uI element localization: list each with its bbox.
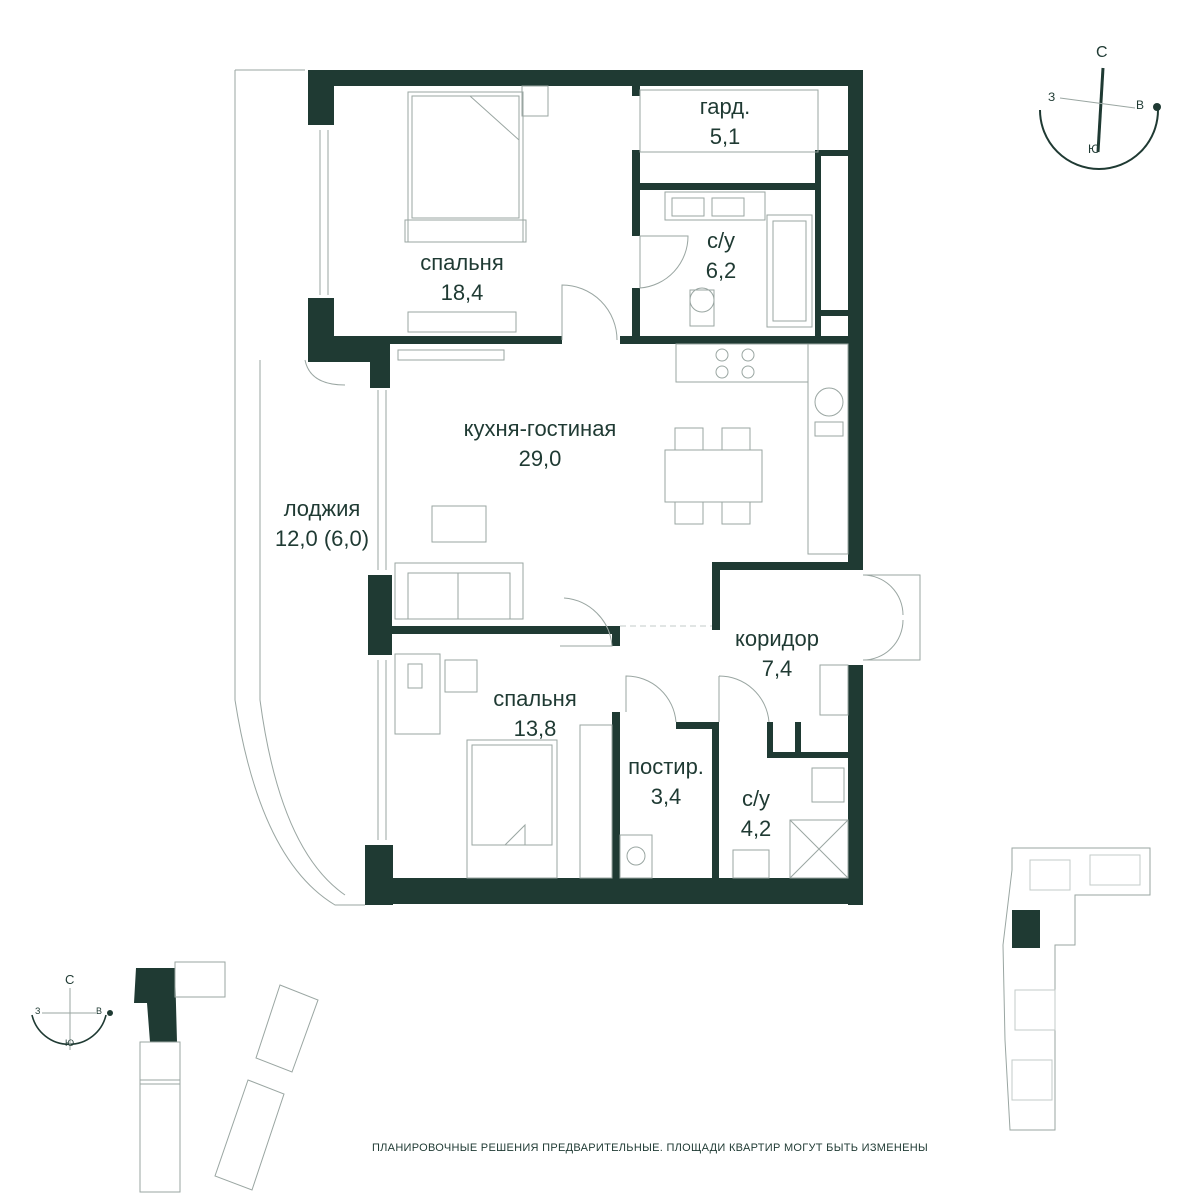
room-area: 5,1 bbox=[709, 124, 741, 149]
room-area: 4,2 bbox=[740, 816, 772, 841]
room-area: 13,8 bbox=[513, 716, 557, 741]
compass-large-west: З bbox=[1048, 90, 1056, 104]
room-area: 3,4 bbox=[650, 784, 682, 809]
windows bbox=[319, 130, 387, 840]
room-label-loggia: лоджия 12,0 (6,0) bbox=[252, 494, 392, 554]
compass-large-east: В bbox=[1136, 98, 1145, 112]
room-name: лоджия bbox=[283, 496, 361, 521]
room-name: коридор bbox=[735, 626, 819, 651]
room-area: 29,0 bbox=[518, 446, 562, 471]
compass-large bbox=[1039, 67, 1161, 170]
room-label-laundry: постир. 3,4 bbox=[614, 752, 718, 812]
compass-small-north: С bbox=[65, 972, 75, 987]
loggia-outline bbox=[234, 69, 365, 906]
room-name: кухня-гостиная bbox=[463, 416, 617, 441]
building-plan bbox=[1002, 847, 1151, 1131]
room-label-bedroom2: спальня 13,8 bbox=[470, 684, 600, 744]
room-name: с/у bbox=[706, 228, 736, 253]
room-name: с/у bbox=[741, 786, 771, 811]
compass-small bbox=[31, 988, 113, 1050]
room-area: 7,4 bbox=[761, 656, 793, 681]
room-label-wardrobe: гард. 5,1 bbox=[680, 92, 770, 152]
room-area: 18,4 bbox=[440, 280, 484, 305]
walls bbox=[308, 70, 863, 905]
room-name: гард. bbox=[699, 94, 751, 119]
room-label-corridor: коридор 7,4 bbox=[712, 624, 842, 684]
compass-small-west: З bbox=[35, 1006, 41, 1016]
site-plan bbox=[134, 961, 319, 1193]
room-name: постир. bbox=[628, 754, 704, 779]
room-name: спальня bbox=[493, 686, 577, 711]
room-area: 6,2 bbox=[705, 258, 737, 283]
doors bbox=[560, 235, 921, 723]
room-label-bedroom1: спальня 18,4 bbox=[392, 248, 532, 308]
compass-large-south: Ю bbox=[1088, 142, 1101, 156]
room-label-bathroom1: с/у 6,2 bbox=[686, 226, 756, 286]
disclaimer: ПЛАНИРОВОЧНЫЕ РЕШЕНИЯ ПРЕДВАРИТЕЛЬНЫЕ. П… bbox=[371, 1142, 929, 1154]
compass-small-south: Ю bbox=[65, 1038, 75, 1048]
room-label-bathroom2: с/у 4,2 bbox=[718, 784, 794, 844]
room-label-kitchen-living: кухня-гостиная 29,0 bbox=[430, 414, 650, 474]
room-area: 12,0 (6,0) bbox=[274, 526, 370, 551]
furniture bbox=[394, 85, 849, 879]
compass-small-east: В bbox=[96, 1006, 103, 1016]
room-name: спальня bbox=[420, 250, 504, 275]
compass-large-north: С bbox=[1096, 44, 1108, 61]
